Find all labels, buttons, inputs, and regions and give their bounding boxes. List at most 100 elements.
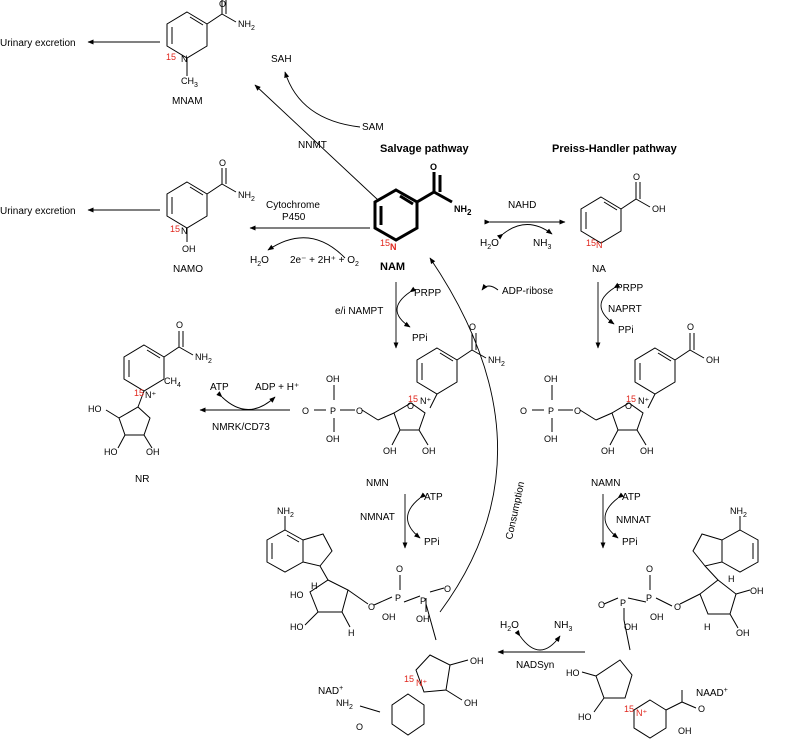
na-structure: O OH 15 N xyxy=(580,172,666,250)
nad-oh-1: OH xyxy=(470,656,484,666)
nam-o: O xyxy=(430,162,437,172)
na-n: N xyxy=(596,240,603,250)
naad-p-2: P xyxy=(620,598,626,608)
namn-n: N⁺ xyxy=(638,396,649,406)
naad-oh-2: OH xyxy=(736,628,750,638)
urinary-excretion-namo: Urinary excretion xyxy=(0,206,76,217)
p450-label: P450 xyxy=(282,212,306,223)
nad-p2-o: O xyxy=(444,584,451,594)
nr-oh: OH xyxy=(146,447,160,457)
naad-structure: NH2 OH OH H H O P O OH P O OH HO HO xyxy=(566,506,764,739)
naad-ho-1: HO xyxy=(566,668,580,678)
nam-structure: O NH2 15 N xyxy=(373,162,472,252)
ppi-nmnat-1-label: PPi xyxy=(424,537,440,548)
nmn-p-oh-2: OH xyxy=(326,434,340,444)
nad-p1-oh: OH xyxy=(382,612,396,622)
nam-nh2: NH2 xyxy=(454,204,472,217)
ppi-naprt-label: PPi xyxy=(618,325,634,336)
urinary-excretion-mnam: Urinary excretion xyxy=(0,38,76,49)
namn-p-oh-2: OH xyxy=(544,434,558,444)
naad-h-1: H xyxy=(704,622,711,632)
naad-p2-o: O xyxy=(598,600,605,610)
namo-structure: 15 N NH2 OH O xyxy=(166,158,255,254)
prpp-nampt-label: PRPP xyxy=(414,288,442,299)
mnam-isotope: 15 xyxy=(166,52,176,62)
naad-p2-oh: OH xyxy=(624,622,638,632)
nad-ho-2: HO xyxy=(290,622,304,632)
nmn-oh-1: OH xyxy=(383,446,397,456)
adp-ribose-label: ADP-ribose xyxy=(502,286,554,297)
nad-isotope: 15 xyxy=(404,674,414,684)
h2o-nadsyn-label: H2O xyxy=(500,620,519,633)
nmn-ring-o: O xyxy=(407,401,414,411)
mnam-n: N xyxy=(181,54,188,64)
namo-o: O xyxy=(219,158,226,168)
nam-label: NAM xyxy=(380,261,405,273)
nmrk-cd73-label: NMRK/CD73 xyxy=(212,422,270,433)
nr-structure: O NH2 CH4 15 N⁺ HO HO OH xyxy=(88,320,212,457)
nmn-oh-2: OH xyxy=(422,446,436,456)
nad-o: O xyxy=(356,722,363,732)
nnmt-label: NNMT xyxy=(298,140,327,151)
namn-ring-o: O xyxy=(625,401,632,411)
nr-o: O xyxy=(176,320,183,330)
naad-acid-o: O xyxy=(698,704,705,714)
naad-p1-oh: OH xyxy=(650,612,664,622)
nadsyn-label: NADSyn xyxy=(516,660,554,671)
namn-p: P xyxy=(548,406,554,416)
na-oh: OH xyxy=(652,204,666,214)
nr-label: NR xyxy=(135,474,149,485)
nmnat-1-label: NMNAT xyxy=(360,512,395,523)
mnam-nh2: NH2 xyxy=(238,19,255,32)
nmn-isotope: 15 xyxy=(408,394,418,404)
cofactor-label: 2e⁻ + 2H⁺ + O2 xyxy=(290,255,359,268)
nh3-nahd-label: NH3 xyxy=(533,238,551,251)
nampt-label: e/i NAMPT xyxy=(335,306,383,317)
nad-h-1: H xyxy=(311,581,318,591)
namn-p-o: O xyxy=(520,406,527,416)
naad-h-2: H xyxy=(728,574,735,584)
nad-o-1: O xyxy=(368,602,375,612)
nmn-o: O xyxy=(469,322,476,332)
nmn-ester-o: O xyxy=(356,406,363,416)
nmn-structure: O NH2 15 N⁺ O O P OH OH O OH OH xyxy=(302,322,505,456)
nr-nh2: NH2 xyxy=(195,352,212,365)
nad-h-2: H xyxy=(348,628,355,638)
naad-adenine-nh2: NH2 xyxy=(730,506,747,519)
preiss-handler-header: Preiss-Handler pathway xyxy=(552,143,678,155)
prpp-naprt-label: PRPP xyxy=(616,283,644,294)
namn-oh-1: OH xyxy=(601,446,615,456)
ppi-nmnat-2-label: PPi xyxy=(622,537,638,548)
nad-p1-o: O xyxy=(396,564,403,574)
naad-o-1: O xyxy=(674,602,681,612)
nad-p-2: P xyxy=(420,596,426,606)
sam-label: SAM xyxy=(362,122,384,133)
atp-nmrk-label: ATP xyxy=(210,382,229,393)
nr-ch4-overlap: CH4 xyxy=(164,376,181,389)
naad-n: N⁺ xyxy=(636,708,647,718)
nmn-n: N⁺ xyxy=(420,396,431,406)
na-o: O xyxy=(633,172,640,182)
nad-p2-oh: OH xyxy=(416,614,430,624)
atp-nmnat-1-label: ATP xyxy=(424,492,443,503)
nmn-p: P xyxy=(330,406,336,416)
nmn-nh2: NH2 xyxy=(488,355,505,368)
nad-n: N⁺ xyxy=(416,678,427,688)
consumption-label: Consumption xyxy=(504,481,527,541)
namn-ester-o: O xyxy=(574,406,581,416)
mnam-structure: 15 N NH2 CH3 O xyxy=(166,0,255,89)
nmn-label: NMN xyxy=(366,478,389,489)
na-label: NA xyxy=(592,264,606,275)
nad-p-1: P xyxy=(395,593,401,603)
h2o-nahd-label: H2O xyxy=(480,238,499,251)
nr-ho-2: HO xyxy=(104,447,118,457)
nmnat-2-label: NMNAT xyxy=(616,515,651,526)
na-isotope: 15 xyxy=(586,238,596,248)
namn-label: NAMN xyxy=(591,478,620,489)
mnam-label: MNAM xyxy=(172,96,203,107)
naad-p1-o: O xyxy=(646,564,653,574)
nh3-nadsyn-label: NH3 xyxy=(554,620,572,633)
naad-label: NAAD+ xyxy=(696,687,728,699)
nad-adenine-nh2: NH2 xyxy=(277,506,294,519)
nr-n: N⁺ xyxy=(145,390,156,400)
